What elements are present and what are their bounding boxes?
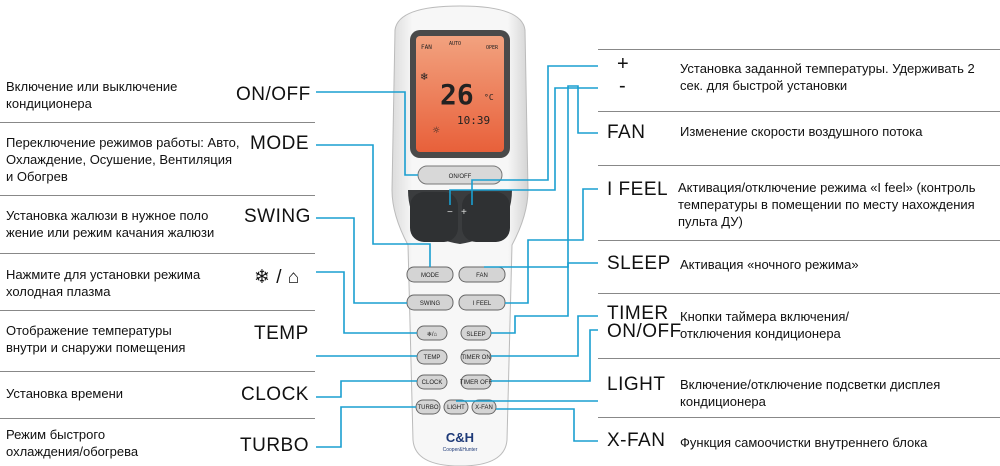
- brand-name: Cooper&Hunter: [443, 447, 478, 453]
- divider: [0, 122, 315, 123]
- mode-label: MODE: [250, 133, 309, 154]
- mode-description: Переключение режимов работы: Авто, Охлаж…: [6, 135, 240, 184]
- xfan-description: Функция самоочистки внутреннего блока: [680, 435, 928, 450]
- onoff-description: Включение или выключение кондиционера: [6, 79, 178, 111]
- divider: [0, 310, 315, 311]
- clock-button[interactable]: [416, 374, 448, 390]
- leader-ifeel: [505, 188, 598, 304]
- onoff-label: ON/OFF: [236, 84, 311, 105]
- leader-fan: [484, 85, 598, 268]
- ifeel-description: Активация/отключение режима «I feel» (ко…: [678, 180, 976, 229]
- temp-button-label: TEMP: [424, 355, 441, 361]
- fan-button-label: FAN: [476, 273, 488, 279]
- timer-onoff-label: ON/OFF: [607, 321, 682, 342]
- fan-button[interactable]: [458, 266, 506, 283]
- minus-label: -: [619, 75, 627, 97]
- divider: [598, 49, 1000, 50]
- turbo-description: Режим быстрого охлаждения/обогрева: [6, 427, 139, 459]
- turbo-button-label: TURBO: [418, 405, 439, 411]
- divider: [0, 195, 315, 196]
- plus-label: +: [617, 53, 630, 75]
- lcd-sun-icon: ☼: [432, 126, 440, 136]
- xfan-button[interactable]: [471, 399, 497, 415]
- lcd-snow-icon: ❄: [420, 72, 428, 83]
- plus-button[interactable]: [462, 192, 510, 242]
- sleep-button-label: SLEEP: [466, 332, 485, 338]
- divider: [598, 240, 1000, 241]
- swing-button-label: SWING: [420, 301, 441, 307]
- divider: [598, 293, 1000, 294]
- plasma-button-label: ❄/⌂: [427, 331, 438, 338]
- sleep-description: Активация «ночного режима»: [680, 257, 859, 272]
- light-label: LIGHT: [607, 374, 666, 395]
- fan-label: FAN: [607, 122, 646, 143]
- sleep-label: SLEEP: [607, 253, 671, 274]
- leader-timer-off: [491, 329, 598, 382]
- leader-clock: [316, 380, 417, 398]
- divider: [598, 111, 1000, 112]
- temp-button[interactable]: [416, 349, 448, 365]
- lcd-fan-text: FAN: [421, 44, 432, 51]
- leader-plus: [471, 65, 598, 205]
- timer-on-button-label: TIMER ON: [461, 355, 490, 361]
- leader-swing: [316, 217, 407, 304]
- temperature-description: Установка заданной температуры. Удержива…: [680, 61, 975, 93]
- plus-button-label: +: [461, 207, 467, 218]
- lcd-unit: °C: [484, 93, 494, 102]
- divider: [0, 371, 315, 372]
- timer-description: Кнопки таймера включения/ отключения кон…: [680, 309, 850, 341]
- brand-logo: C&H: [446, 430, 474, 445]
- onoff-button-label: ON/OFF: [449, 174, 472, 180]
- swing-description: Установка жалюзи в нужное поло жение или…: [6, 208, 215, 240]
- ifeel-label: I FEEL: [607, 179, 669, 200]
- lcd-screen: [416, 36, 504, 152]
- timer-on-button[interactable]: [460, 349, 492, 365]
- leader-xfan: [496, 408, 598, 442]
- divider: [598, 165, 1000, 166]
- swing-label: SWING: [244, 206, 311, 227]
- leader-onoff: [316, 91, 418, 176]
- lcd-oper-text: OPER: [486, 45, 499, 51]
- temp-label: TEMP: [254, 323, 309, 344]
- divider: [598, 358, 1000, 359]
- leader-mode: [316, 144, 431, 267]
- divider: [598, 417, 1000, 418]
- clock-button-label: CLOCK: [422, 380, 443, 386]
- minus-button-label: −: [447, 207, 453, 218]
- lcd-time: 10:39: [457, 114, 490, 127]
- xfan-label: X-FAN: [607, 430, 666, 451]
- temp-description: Отображение температуры внутри и снаружи…: [6, 323, 186, 355]
- clock-label: CLOCK: [241, 384, 309, 405]
- leader-lines: [316, 65, 598, 448]
- leader-minus: [449, 87, 598, 205]
- xfan-button-label: X-FAN: [475, 405, 493, 411]
- light-button-label: LIGHT: [447, 405, 465, 411]
- timer-label: TIMER: [607, 303, 669, 324]
- divider: [0, 253, 315, 254]
- lcd-auto-text: AUTO: [449, 41, 461, 47]
- leader-sleep: [491, 262, 598, 334]
- leader-timer-on: [491, 315, 598, 357]
- mode-button-label: MODE: [421, 273, 439, 279]
- minus-button[interactable]: [410, 192, 458, 242]
- turbo-label: TURBO: [240, 435, 309, 456]
- clock-description: Установка времени: [6, 386, 124, 401]
- fan-description: Изменение скорости воздушного потока: [680, 124, 923, 139]
- leader-plasma: [316, 271, 417, 334]
- lcd-temperature: 26: [440, 78, 474, 111]
- ifeel-button-label: I FEEL: [473, 301, 492, 307]
- plasma-description: Нажмите для установки режима холодная пл…: [6, 267, 201, 299]
- timer-off-button-label: TIMER OFF: [460, 380, 493, 386]
- plasma-label: ❄ / ⌂: [254, 267, 300, 288]
- divider: [0, 418, 315, 419]
- leader-turbo: [316, 406, 416, 448]
- light-description: Включение/отключение подсветки дисплея к…: [680, 377, 941, 409]
- light-button[interactable]: [443, 399, 469, 415]
- timer-off-button[interactable]: [460, 374, 492, 390]
